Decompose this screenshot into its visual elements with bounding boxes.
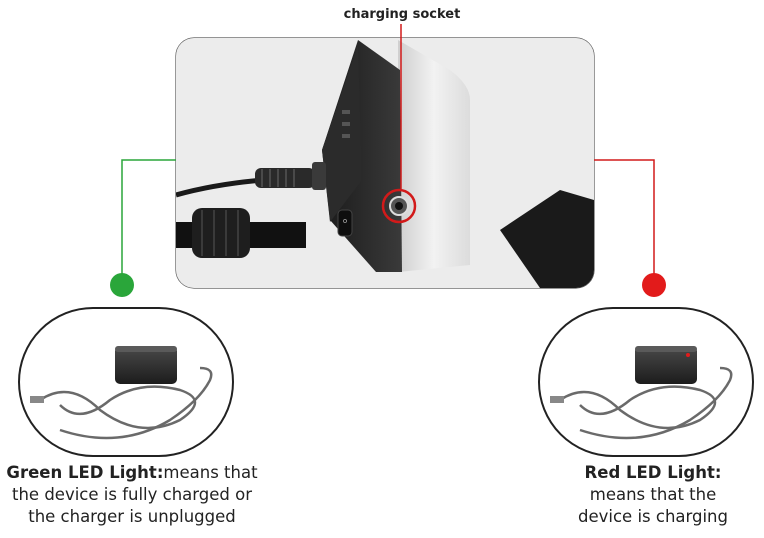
green-led-desc-3: the charger is unplugged	[28, 507, 236, 526]
red-led-caption: Red LED Light: means that the device is …	[540, 462, 764, 528]
green-connector-line	[121, 159, 176, 283]
green-led-caption: Green LED Light:means that the device is…	[4, 462, 260, 528]
green-led-desc-1: means that	[163, 463, 258, 482]
green-led-desc-2: the device is fully charged or	[12, 485, 252, 504]
svg-text:o: o	[343, 217, 347, 225]
green-led-dot	[110, 273, 134, 297]
red-charger-panel	[538, 307, 754, 457]
socket-highlight-icon	[381, 188, 417, 224]
red-led-dot	[642, 273, 666, 297]
red-led-title: Red LED Light:	[584, 463, 722, 482]
green-charger-panel	[18, 307, 234, 457]
red-led-desc-1: means that the	[589, 485, 717, 504]
green-led-title: Green LED Light:	[6, 463, 164, 482]
red-connector-line	[594, 159, 655, 283]
device-photo: o	[175, 37, 595, 289]
red-led-desc-2: device is charging	[578, 507, 728, 526]
charger-adapter-icon	[550, 346, 733, 440]
charging-socket-label: charging socket	[343, 7, 461, 22]
charger-adapter-icon	[30, 346, 213, 440]
